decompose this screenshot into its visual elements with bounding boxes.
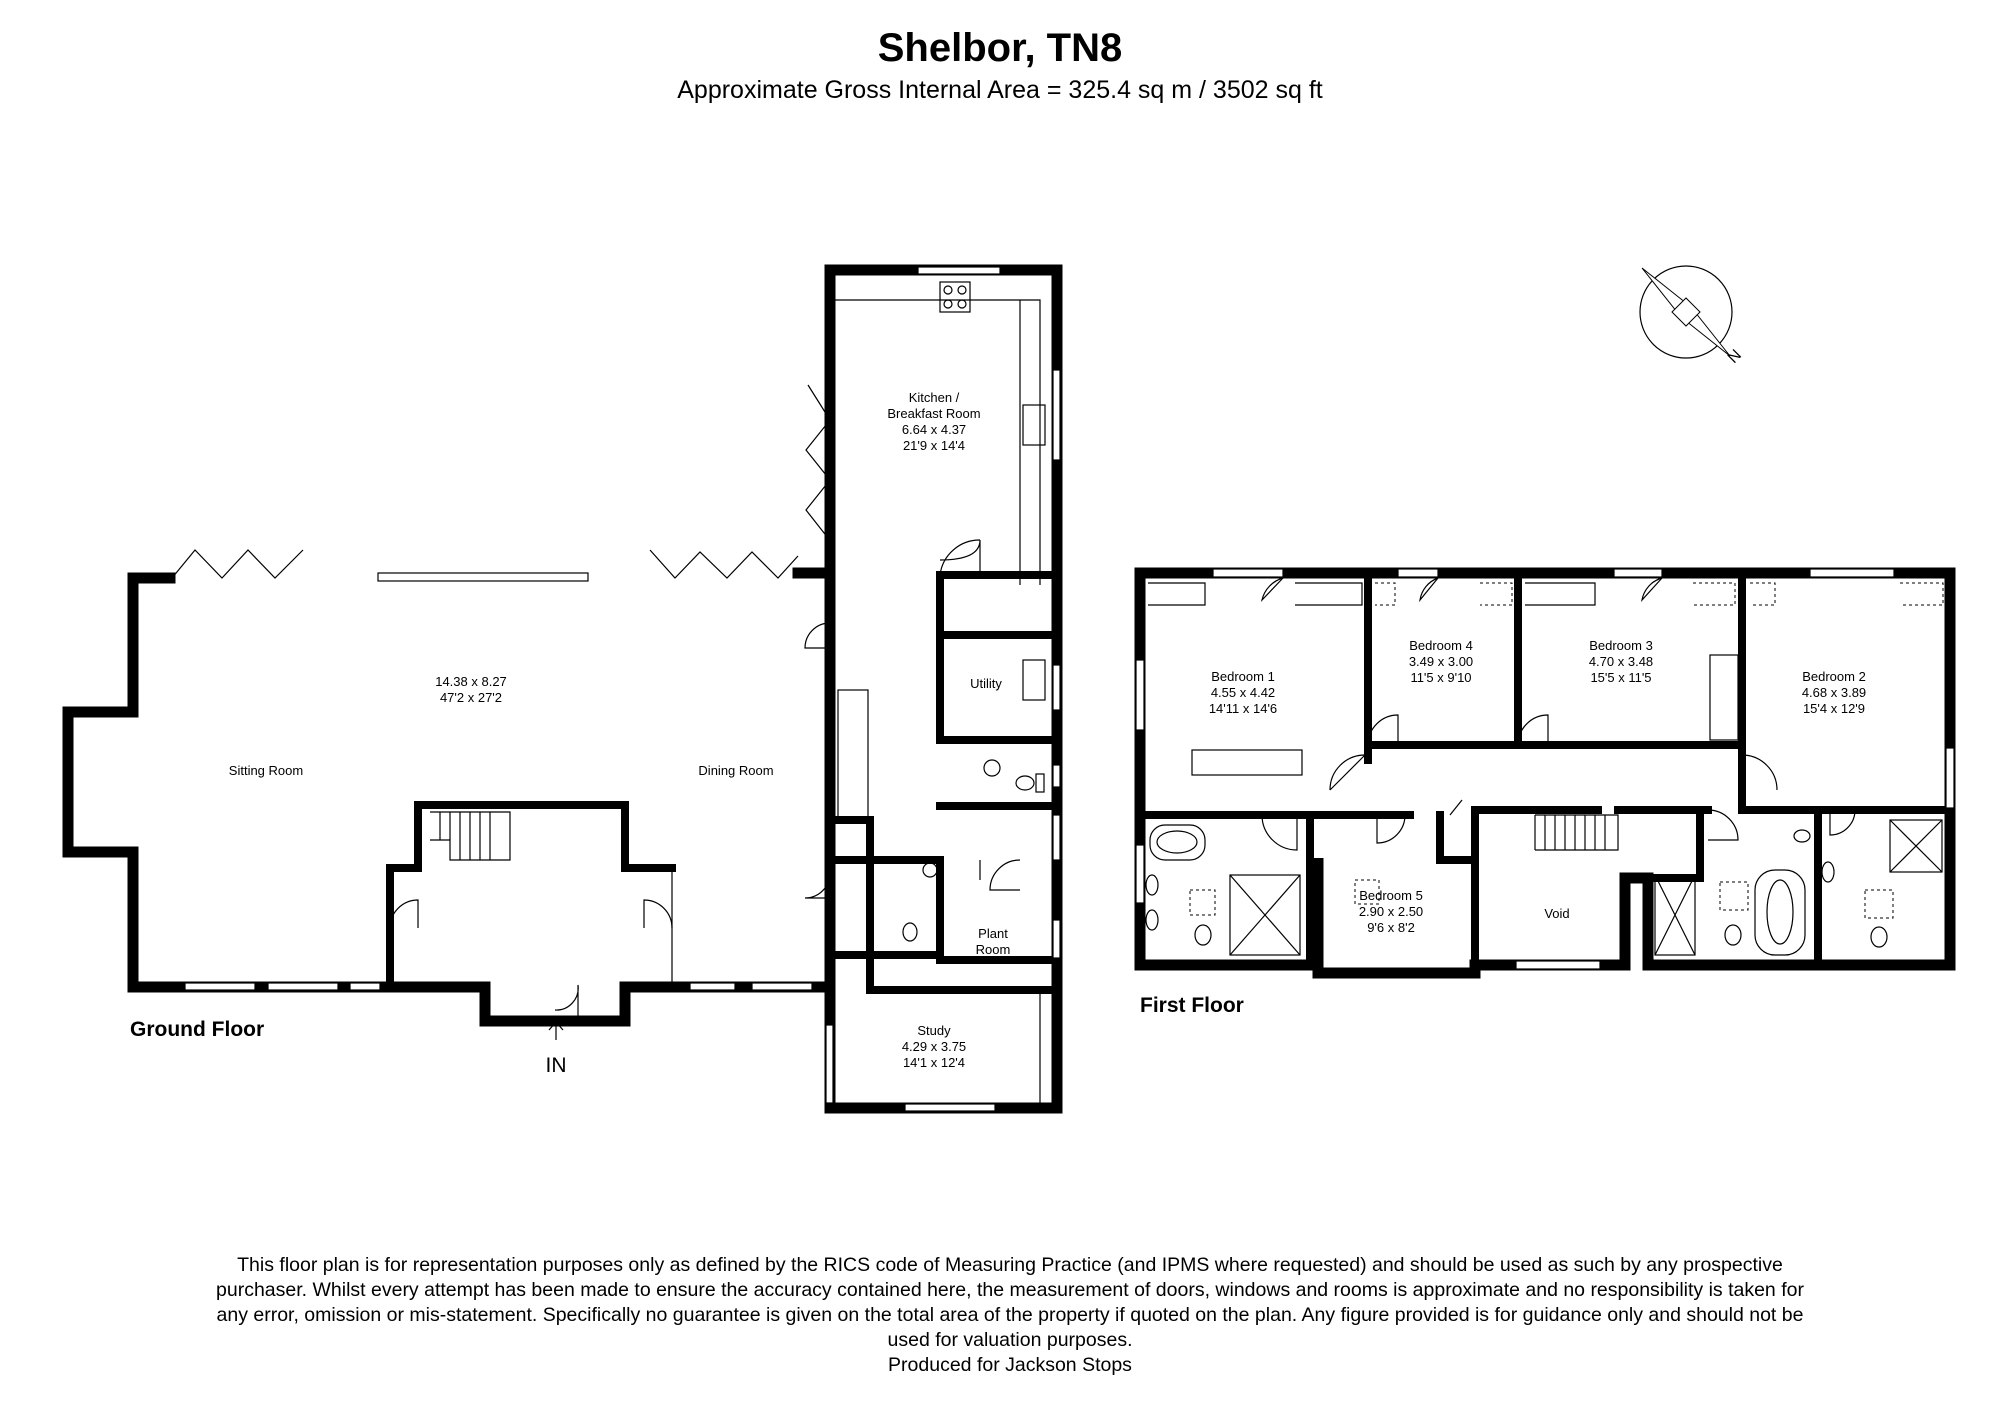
kitchen-units <box>833 281 1046 821</box>
bedroom2-imperial: 15'4 x 12'9 <box>1803 701 1865 716</box>
ground-floor-doors <box>389 622 1021 1021</box>
bedroom5-metric: 2.90 x 2.50 <box>1359 904 1423 919</box>
reception-imperial: 47'2 x 27'2 <box>440 690 502 705</box>
study-name: Study <box>917 1023 951 1038</box>
kitchen-metric: 6.64 x 4.37 <box>902 422 966 437</box>
void-name: Void <box>1544 906 1569 921</box>
study-metric: 4.29 x 3.75 <box>902 1039 966 1054</box>
first-floor-walls <box>1134 567 1956 979</box>
bedroom1-metric: 4.55 x 4.42 <box>1211 685 1275 700</box>
entrance-arrow-icon <box>548 1021 564 1040</box>
ground-floor-wcs <box>902 759 1045 942</box>
north-label: N <box>1725 347 1745 367</box>
reception-metric: 14.38 x 8.27 <box>435 674 507 689</box>
first-floor-windows <box>1135 568 1955 970</box>
utility-name: Utility <box>970 676 1002 691</box>
plan-title: Shelbor, TN8 <box>877 26 1123 70</box>
first-floor-wardrobes <box>1148 582 1944 776</box>
bedroom4-name: Bedroom 4 <box>1409 638 1473 653</box>
bedroom5-imperial: 9'6 x 8'2 <box>1367 920 1415 935</box>
plant-room-name-2: Room <box>976 942 1011 957</box>
ground-floor-windows <box>184 266 1061 1112</box>
bifold-doors <box>171 384 831 579</box>
ground-floor-label: Ground Floor <box>130 1018 265 1041</box>
bedroom1-name: Bedroom 1 <box>1211 669 1275 684</box>
first-floor-bathrooms <box>1145 819 1943 956</box>
bedroom1-imperial: 14'11 x 14'6 <box>1209 701 1277 716</box>
bedroom4-imperial: 11'5 x 9'10 <box>1410 670 1471 685</box>
entrance-label: IN <box>546 1054 567 1077</box>
bedroom5-name: Bedroom 5 <box>1359 888 1423 903</box>
credit-line: Produced for Jackson Stops <box>888 1354 1132 1376</box>
bedroom2-metric: 4.68 x 3.89 <box>1802 685 1866 700</box>
first-floor-plan: Bedroom 1 4.55 x 4.42 14'11 x 14'6 Bedro… <box>1134 567 1956 979</box>
disclaimer-line: any error, omission or mis-statement. Sp… <box>216 1304 1804 1326</box>
study-imperial: 14'1 x 12'4 <box>903 1055 965 1070</box>
first-floor-stairs <box>1534 814 1619 851</box>
first-floor-doors <box>1260 577 1856 851</box>
disclaimer: This floor plan is for representation pu… <box>120 1253 1900 1378</box>
kitchen-name-2: Breakfast Room <box>887 406 980 421</box>
disclaimer-line: This floor plan is for representation pu… <box>237 1254 1783 1276</box>
bedroom3-name: Bedroom 3 <box>1589 638 1653 653</box>
disclaimer-line: used for valuation purposes. <box>887 1329 1133 1351</box>
plant-room-name-1: Plant <box>978 926 1008 941</box>
gross-area: Approximate Gross Internal Area = 325.4 … <box>677 76 1323 104</box>
bedroom3-metric: 4.70 x 3.48 <box>1589 654 1653 669</box>
bedroom2-name: Bedroom 2 <box>1802 669 1866 684</box>
bedroom4-metric: 3.49 x 3.00 <box>1409 654 1473 669</box>
compass-rose-icon: N <box>1639 265 1745 367</box>
kitchen-imperial: 21'9 x 14'4 <box>903 438 965 453</box>
first-floor-labels: Bedroom 1 4.55 x 4.42 14'11 x 14'6 Bedro… <box>1209 638 1866 935</box>
kitchen-name-1: Kitchen / <box>909 390 960 405</box>
bedroom3-imperial: 15'5 x 11'5 <box>1590 670 1651 685</box>
dining-room-name: Dining Room <box>698 763 773 778</box>
ground-floor-stairs <box>430 811 511 861</box>
ground-floor-labels: Kitchen / Breakfast Room 6.64 x 4.37 21'… <box>229 390 1011 1077</box>
first-floor-label: First Floor <box>1140 994 1244 1017</box>
sitting-room-name: Sitting Room <box>229 763 303 778</box>
ground-floor-plan: Kitchen / Breakfast Room 6.64 x 4.37 21'… <box>62 264 1063 1114</box>
disclaimer-line: purchaser. Whilst every attempt has been… <box>216 1279 1804 1301</box>
